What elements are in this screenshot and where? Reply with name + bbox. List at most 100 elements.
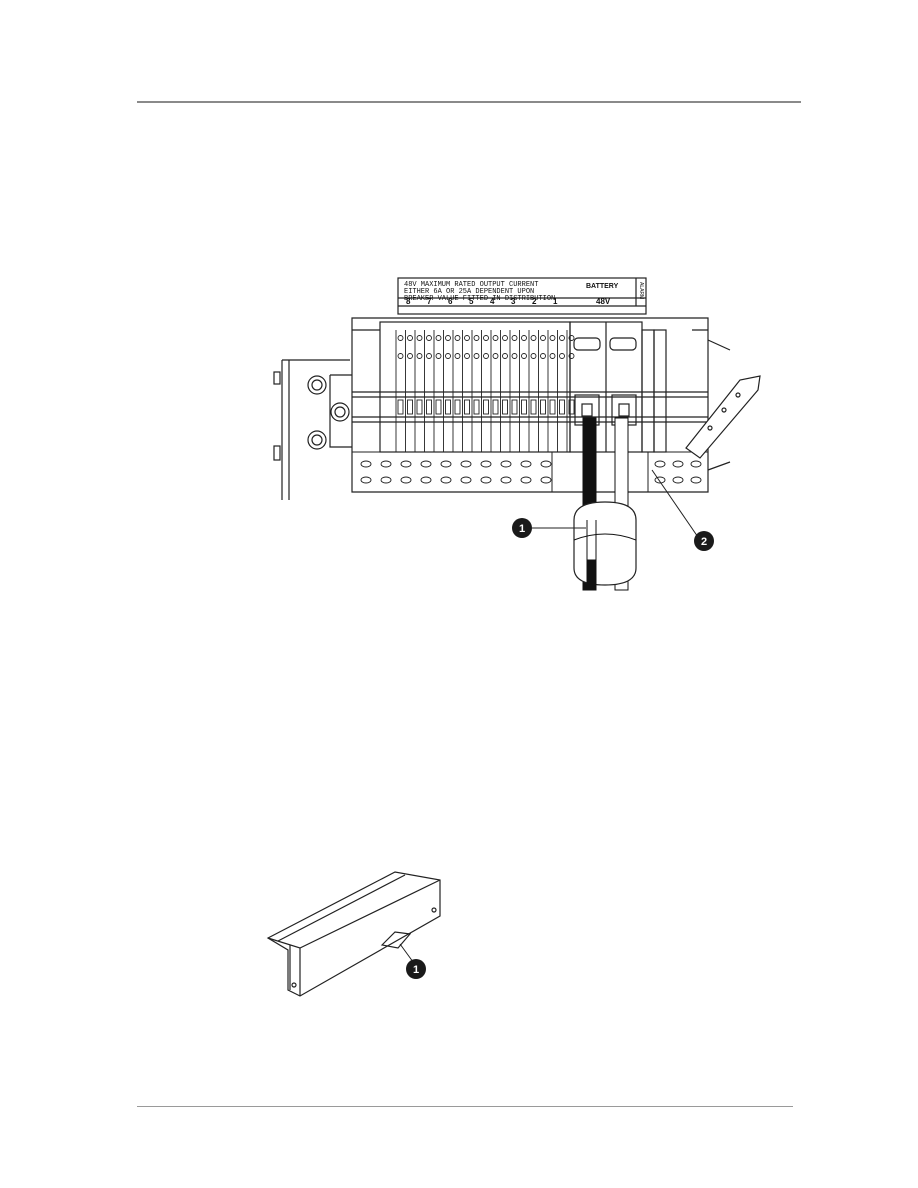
channel-number: 7: [427, 297, 432, 306]
terminal-slot: [397, 399, 404, 415]
mounting-hole: [540, 476, 552, 484]
terminal-screw: [454, 335, 461, 341]
terminal-screw: [483, 353, 489, 359]
side-alarm-label: ALARM: [638, 282, 644, 299]
terminal-screw: [559, 335, 565, 341]
terminal-screw: [426, 335, 432, 341]
terminal-slot: [530, 399, 537, 415]
terminal-screw: [407, 335, 413, 341]
terminal-slot: [445, 399, 451, 415]
terminal-slot: [426, 399, 432, 415]
callout-1-badge: [512, 518, 532, 538]
mounting-hole: [360, 476, 372, 484]
mounting-hole: [520, 476, 532, 484]
terminal-screw: [530, 353, 537, 359]
terminal-screw: [530, 335, 537, 341]
terminal-screw: [464, 335, 470, 341]
callout-2-label: 2: [701, 536, 707, 548]
terminal-screw: [492, 353, 499, 359]
terminal-slot: [549, 399, 556, 415]
terminal-screw: [397, 353, 404, 359]
terminal-screw: [397, 335, 404, 341]
callout-1-label: 1: [519, 523, 525, 535]
terminal-screw: [568, 353, 575, 359]
terminal-screw: [521, 335, 527, 341]
terminal-screw: [435, 353, 442, 359]
mounting-hole: [480, 476, 492, 484]
terminal-slot: [521, 399, 527, 415]
terminal-screw: [483, 335, 489, 341]
battery-label: BATTERY: [586, 283, 619, 290]
channel-number: 4: [490, 297, 495, 306]
terminal-screw: [502, 353, 508, 359]
mounting-hole: [420, 476, 432, 484]
terminal-screw: [549, 353, 556, 359]
terminal-screw: [445, 335, 451, 341]
mounting-hole: [440, 460, 452, 468]
terminal-screw: [540, 335, 546, 341]
mounting-hole: [672, 476, 684, 484]
terminal-slot: [511, 399, 518, 415]
mounting-hole: [654, 460, 666, 468]
header-rule: [137, 101, 801, 103]
mounting-hole: [500, 460, 512, 468]
mounting-hole: [400, 476, 412, 484]
plate-line-3: BREAKER VALUE FITTED IN DISTRIBUTION: [404, 295, 555, 303]
mounting-hole: [480, 460, 492, 468]
mounting-hole: [654, 476, 666, 484]
terminal-screw: [416, 353, 423, 359]
terminal-slot: [559, 399, 565, 415]
mounting-hole: [460, 476, 472, 484]
terminal-screw: [435, 335, 442, 341]
terminal-screw: [502, 335, 508, 341]
mounting-hole: [460, 460, 472, 468]
terminal-screw: [549, 335, 556, 341]
mounting-hole: [500, 476, 512, 484]
bracket-callout-1-badge: [406, 959, 426, 979]
mounting-hole: [380, 460, 392, 468]
plate-line-1: 48V MAXIMUM RATED OUTPUT CURRENT: [404, 281, 538, 289]
terminal-screw: [464, 353, 470, 359]
terminal-slot: [492, 399, 499, 415]
terminal-screw: [426, 353, 432, 359]
mounting-hole: [672, 460, 684, 468]
bracket-callout-1-label: 1: [413, 964, 419, 976]
plate-line-2: EITHER 6A OR 25A DEPENDENT UPON: [404, 288, 534, 296]
channel-number: 1: [553, 297, 558, 306]
terminal-screw: [540, 353, 546, 359]
mounting-hole: [540, 460, 552, 468]
footer-rule: [137, 1106, 793, 1107]
terminal-screw: [511, 335, 518, 341]
mounting-hole: [360, 460, 372, 468]
terminal-screw: [416, 335, 423, 341]
terminal-slot: [540, 399, 546, 415]
terminal-slot: [502, 399, 508, 415]
channel-number: 5: [469, 297, 474, 306]
terminal-slot: [435, 399, 442, 415]
terminal-screw: [568, 335, 575, 341]
channel-number: 2: [532, 297, 537, 306]
mounting-hole: [690, 476, 702, 484]
terminal-screw: [521, 353, 527, 359]
terminal-screw: [559, 353, 565, 359]
mounting-hole: [440, 476, 452, 484]
mounting-hole: [420, 460, 432, 468]
voltage-label: 48V: [596, 297, 611, 306]
mounting-hole: [520, 460, 532, 468]
channel-number: 8: [406, 297, 411, 306]
terminal-screw: [473, 353, 480, 359]
terminal-screw: [445, 353, 451, 359]
terminal-slot: [407, 399, 413, 415]
terminal-screw: [454, 353, 461, 359]
terminal-screw: [407, 353, 413, 359]
terminal-slot: [454, 399, 461, 415]
callout-2-badge: [694, 531, 714, 551]
terminal-screw: [511, 353, 518, 359]
mounting-hole: [690, 460, 702, 468]
terminal-slot: [568, 399, 575, 415]
channel-number: 6: [448, 297, 453, 306]
terminal-screw: [473, 335, 480, 341]
terminal-slot: [464, 399, 470, 415]
